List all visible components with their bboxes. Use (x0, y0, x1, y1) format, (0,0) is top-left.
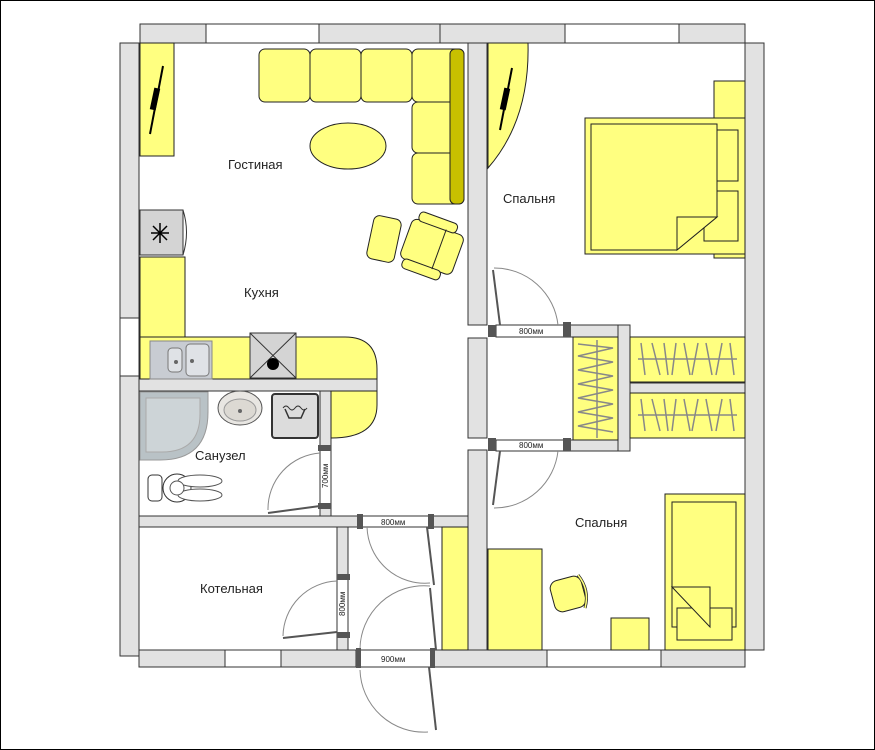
closets (572, 336, 746, 441)
living-room-furniture (139, 42, 465, 281)
bedroom1-furniture (487, 42, 746, 326)
dim-label-bathroom-door: 700мм (321, 464, 330, 488)
boiler-room (282, 580, 338, 639)
door-openings (319, 324, 565, 636)
room-label-bedroom1: Спальня (503, 191, 555, 206)
dim-label-bedroom2-door: 800мм (519, 441, 543, 450)
dim-label-bedroom1-door: 800мм (519, 327, 543, 336)
bedroom2-furniture (487, 450, 746, 651)
room-label-boiler: Котельная (200, 581, 263, 596)
interior-walls (138, 42, 746, 651)
kitchen-furniture (139, 209, 378, 439)
room-label-bathroom: Санузел (195, 448, 246, 463)
bathroom-fixtures (139, 390, 321, 514)
hall (359, 526, 469, 733)
room-label-living: Гостиная (228, 157, 283, 172)
room-label-bedroom2: Спальня (575, 515, 627, 530)
room-label-kitchen: Кухня (244, 285, 279, 300)
door-jambs (318, 322, 571, 668)
dim-label-hall-door: 800мм (381, 518, 405, 527)
dim-label-boiler-door: 800мм (338, 592, 347, 616)
outer-walls (119, 23, 765, 668)
dim-label-entrance-door: 900мм (381, 655, 405, 664)
